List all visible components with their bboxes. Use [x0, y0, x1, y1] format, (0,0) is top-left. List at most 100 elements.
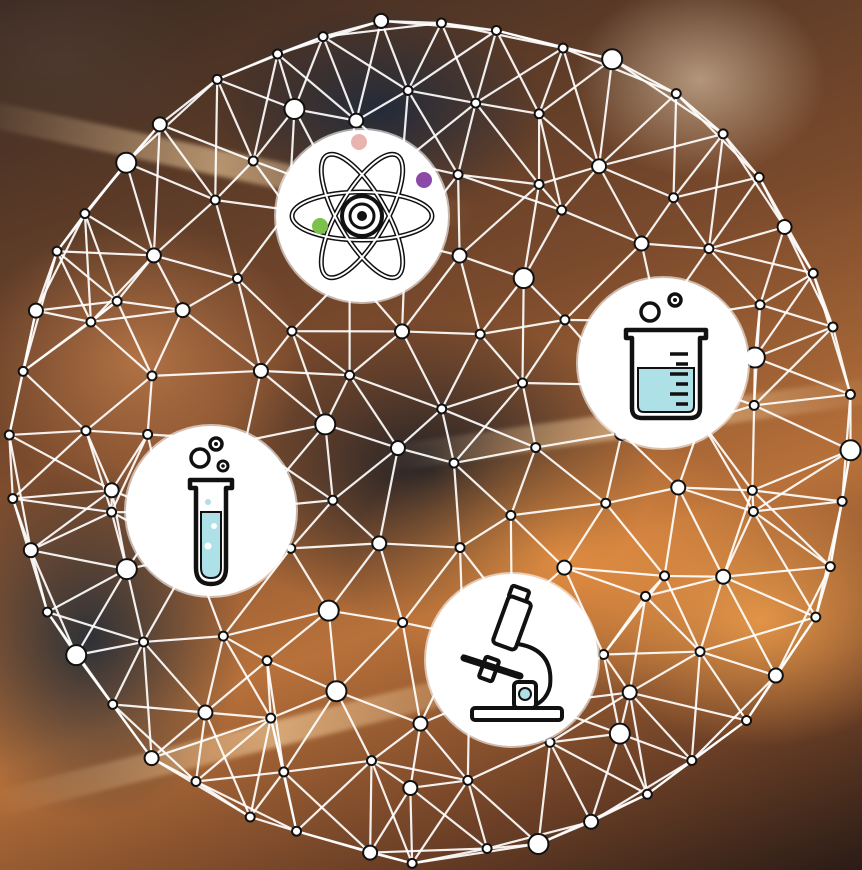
- network-node: [143, 750, 160, 767]
- network-edge: [664, 574, 724, 578]
- network-edge: [722, 489, 754, 578]
- network-edge: [150, 711, 207, 759]
- network-edge: [266, 659, 337, 693]
- network-edge: [452, 462, 462, 548]
- network-edge: [628, 692, 649, 795]
- network-edge: [549, 732, 620, 744]
- network-edge: [110, 489, 128, 570]
- network-node: [748, 399, 760, 411]
- network-edge: [401, 546, 461, 624]
- network-edge: [722, 575, 817, 619]
- network-edge: [327, 610, 338, 692]
- network-node: [659, 570, 671, 582]
- network-edge: [222, 547, 292, 637]
- network-edge: [249, 717, 272, 818]
- network-edge: [369, 787, 412, 854]
- network-node: [22, 542, 39, 559]
- network-edge: [266, 609, 330, 662]
- network-edge: [295, 759, 373, 832]
- network-edge: [562, 47, 677, 95]
- network-node: [640, 590, 652, 602]
- microscope-badge: [426, 574, 598, 746]
- network-node: [641, 788, 653, 800]
- network-edge: [441, 21, 564, 50]
- network-edge: [618, 733, 649, 795]
- network-edge: [753, 272, 815, 359]
- network-edge: [474, 102, 540, 186]
- network-edge: [291, 330, 351, 377]
- network-edge: [641, 242, 709, 250]
- network-edge: [290, 542, 380, 550]
- network-edge: [125, 568, 145, 643]
- network-node: [85, 316, 97, 328]
- network-edge: [535, 431, 623, 449]
- network-node: [272, 48, 284, 60]
- network-node: [621, 684, 638, 701]
- network-node: [717, 128, 729, 140]
- network-edge: [475, 47, 564, 105]
- network-edge: [441, 381, 523, 410]
- network-edge: [216, 78, 295, 111]
- network-edge: [619, 732, 693, 762]
- network-edge: [745, 616, 817, 722]
- network-edge: [407, 22, 443, 91]
- network-edge: [8, 434, 32, 551]
- network-edge: [698, 576, 725, 652]
- network-edge: [85, 375, 153, 432]
- network-edge: [11, 498, 32, 551]
- network-edge: [332, 447, 399, 502]
- network-edge: [563, 502, 607, 569]
- network-edge: [699, 616, 817, 653]
- network-edge: [814, 566, 832, 618]
- network-edge: [83, 213, 92, 323]
- network-edge: [602, 595, 647, 656]
- network-node: [451, 247, 468, 264]
- network-edge: [759, 303, 834, 329]
- network-edge: [590, 733, 621, 823]
- network-edge: [538, 113, 563, 211]
- network-edge: [480, 318, 566, 336]
- network-edge: [84, 212, 155, 257]
- beaker-icon: [623, 292, 709, 421]
- network-edge: [110, 433, 149, 513]
- network-edge: [522, 184, 541, 279]
- network-edge: [459, 514, 512, 549]
- network-edge: [699, 650, 777, 677]
- network-edge: [538, 165, 600, 186]
- network-node: [209, 194, 221, 206]
- network-edge: [151, 717, 272, 760]
- network-node: [115, 558, 138, 581]
- network-edge: [456, 174, 461, 256]
- network-edge: [604, 432, 623, 504]
- network-node: [557, 42, 569, 54]
- network-edge: [324, 423, 399, 450]
- network-edge: [640, 197, 675, 245]
- network-node: [65, 644, 88, 667]
- network-nodes: [3, 12, 862, 869]
- network-node: [412, 715, 429, 732]
- network-edge: [537, 742, 552, 845]
- network-node: [600, 497, 612, 509]
- network-edge: [22, 370, 87, 432]
- network-edge: [378, 447, 400, 544]
- network-edge: [282, 690, 338, 773]
- network-edge: [8, 433, 113, 492]
- network-edge: [332, 499, 380, 545]
- network-edge: [34, 250, 59, 311]
- network-edge: [759, 226, 786, 306]
- network-edge: [214, 79, 219, 201]
- network-edge: [814, 501, 844, 618]
- network-node: [533, 178, 545, 190]
- network-node: [373, 12, 390, 29]
- network-edge: [236, 278, 262, 372]
- network-node: [527, 832, 550, 855]
- network-node: [807, 267, 819, 279]
- network-node: [371, 535, 388, 552]
- network-edge: [236, 277, 293, 332]
- network-node: [252, 362, 269, 379]
- network-edge: [35, 309, 92, 324]
- network-node: [746, 484, 758, 496]
- network-edge: [459, 254, 525, 280]
- beaker-badge: [578, 278, 748, 448]
- network-edge: [549, 741, 593, 823]
